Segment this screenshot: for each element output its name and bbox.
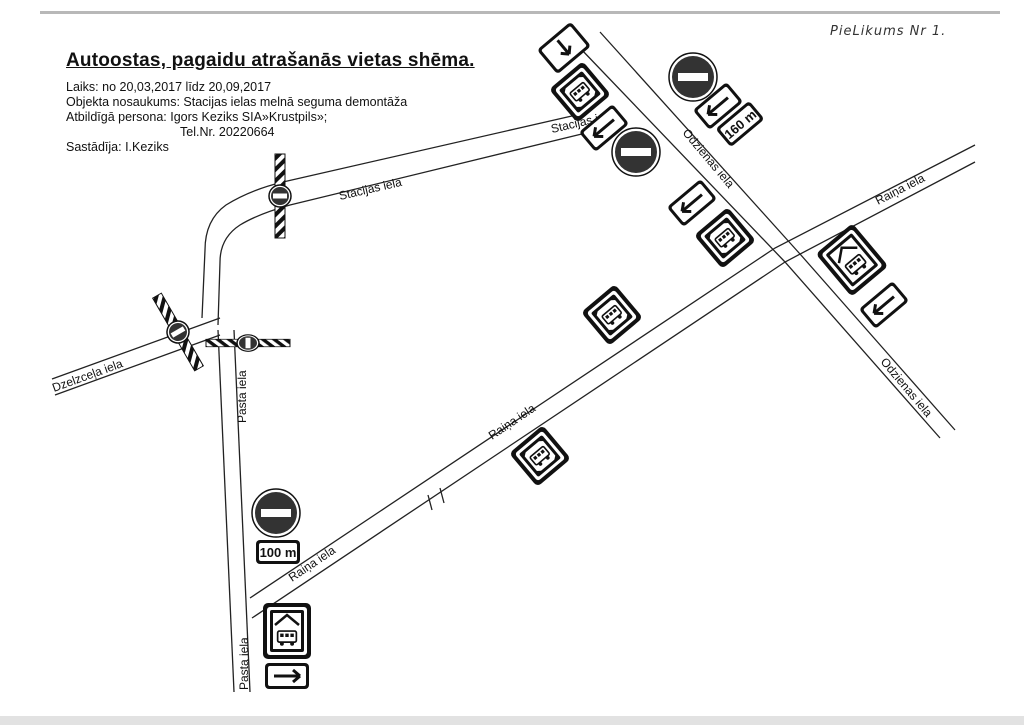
raina-driveway: [427, 487, 445, 511]
dzelzcela-road-south-edge: [54, 334, 221, 396]
bus-station-sign-icon: [263, 603, 311, 659]
bus-stop-sign-icon: [581, 284, 643, 346]
author-line: Sastādīja: I.Keziks: [66, 140, 169, 154]
raina-road-north-edge: [249, 144, 976, 599]
bus-stop-sign-icon: [509, 425, 571, 487]
no-entry-sign-icon: [668, 52, 718, 102]
annex-note: PieLikums Nr 1.: [830, 24, 947, 39]
scan-top-border: [40, 11, 1000, 14]
street-label-odzienas: Odzienas iela: [878, 355, 936, 420]
road-network: [51, 31, 976, 693]
dzelzcela-road-north-edge: [51, 317, 221, 380]
road-closed-barrier-icon: [268, 153, 292, 239]
road-closed-barrier-icon: [146, 289, 210, 375]
pasta-road-east-edge: [233, 329, 251, 693]
stacijas-road-north-edge: [201, 112, 586, 319]
phone-line: Tel.Nr. 20220664: [180, 125, 275, 139]
info-block: Laiks: no 20,03,2017 līdz 20,09,2017 Obj…: [66, 80, 407, 155]
distance-plate-icon: 100 m: [256, 540, 300, 564]
street-label-pasta: Pasta iela: [237, 637, 251, 690]
bus-station-sign-icon: [816, 223, 889, 297]
direction-arrow-sign-icon: [857, 279, 911, 331]
odzienas-road-west-edge: [579, 47, 941, 439]
no-entry-sign-icon: [611, 127, 661, 177]
scan-bottom-border: [0, 716, 1024, 725]
no-entry-sign-icon: [251, 488, 301, 538]
raina-road-south-edge: [251, 161, 976, 619]
bus-stop-sign-icon: [694, 207, 756, 269]
period-line: Laiks: no 20,03,2017 līdz 20,09,2017: [66, 80, 272, 94]
direction-arrow-sign-icon: [665, 177, 719, 229]
pasta-road-west-edge: [217, 329, 235, 693]
responsible-line: Atbildīgā persona: Igors Keziks SIA»Krus…: [66, 110, 328, 124]
page-title: Autoostas, pagaidu atrašanās vietas shēm…: [66, 50, 475, 71]
direction-arrow-sign-icon: [263, 661, 311, 691]
odzienas-road-east-edge: [599, 31, 956, 431]
street-label-stacijas: Stacijas iela: [338, 175, 404, 203]
distance-label-100: 100 m: [260, 545, 297, 560]
object-name-line: Objekta nosaukums: Stacijas ielas melnā …: [66, 95, 408, 109]
street-label-pasta: Pasta iela: [235, 370, 249, 423]
stacijas-road-south-edge: [217, 131, 591, 326]
